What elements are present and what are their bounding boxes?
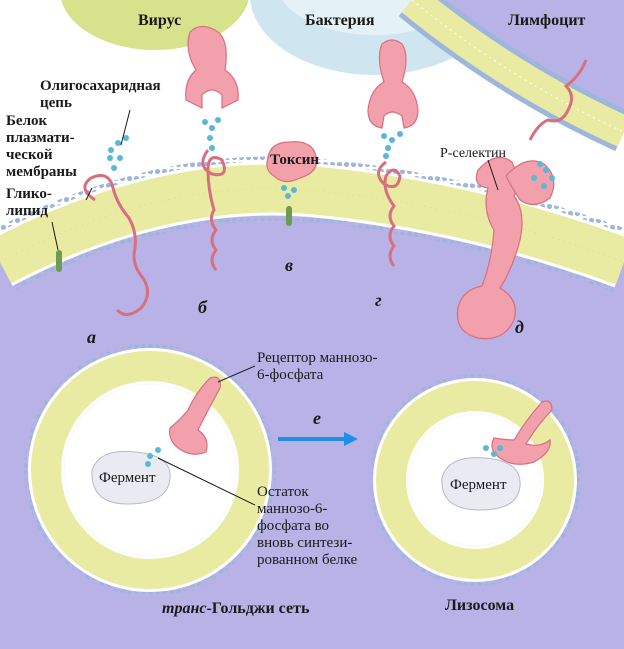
- toxin-body: [266, 141, 318, 183]
- membrane-protein-label-line1: Белок: [6, 113, 48, 129]
- oligosaccharide-toxin: [281, 185, 297, 199]
- membrane-protein-label-line2: плазмати-: [6, 130, 75, 146]
- m6p-receptor-right: [491, 400, 553, 465]
- panel-letter-g: г: [375, 290, 382, 310]
- p-selectin-label: Р-селектин: [440, 146, 506, 161]
- oligosaccharide-label-line2: цепь: [40, 95, 72, 111]
- trans-golgi-label: транс-Гольджи сеть: [162, 600, 309, 618]
- panel-letter-a: а: [87, 327, 96, 347]
- golgi-vesicle-core: [31, 351, 269, 589]
- protein-g-chain: [377, 160, 402, 267]
- glycolipid-left: [56, 250, 62, 272]
- lymphocyte-label: Лимфоцит: [508, 12, 586, 29]
- oligosaccharide-g: [381, 131, 403, 159]
- leader-oligosaccharide: [120, 109, 131, 146]
- m6p-residue-label-line1: Остаток: [257, 484, 309, 500]
- bacteria-label: Бактерия: [305, 12, 375, 29]
- m6p-receptor-label-line2: 6-фосфата: [257, 367, 324, 383]
- toxin-label: Токсин: [270, 152, 320, 168]
- protein-b-chain: [201, 149, 226, 271]
- enzyme-right-label: Фермент: [450, 477, 507, 493]
- m6p-residue-label-line3: фосфата во: [257, 518, 330, 534]
- leader-m6p-residue: [157, 457, 256, 506]
- glycolipid-label-line1: Глико-: [6, 186, 52, 202]
- m6p-residue-label-line4: вновь синтези-: [257, 535, 353, 551]
- transport-arrowhead: [344, 432, 358, 446]
- m6p-residue-label-line5: рованном белке: [257, 552, 358, 568]
- virus-ligand: [185, 25, 239, 109]
- membrane-protein-label-line3: ческой: [6, 147, 53, 163]
- oligosaccharide-b: [202, 117, 221, 151]
- bacteria-ligand: [367, 39, 419, 129]
- glycolipid-center: [286, 206, 292, 226]
- m6p-receptor-left: [169, 376, 221, 455]
- p-selectin-head: [505, 160, 555, 206]
- m6p-residue-right: [483, 445, 503, 457]
- lysosome-core: [376, 381, 574, 579]
- m6p-residue-label-line2: маннозо-6-: [257, 501, 328, 517]
- oligosaccharide-d: [531, 161, 555, 189]
- plasma-membrane-core: [0, 164, 624, 285]
- leader-m6p-receptor: [217, 365, 256, 383]
- enzyme-left-label: Фермент: [99, 470, 156, 486]
- panel-letter-e: е: [313, 408, 321, 428]
- leader-glycolipid: [51, 221, 59, 251]
- m6p-receptor-label-line1: Рецептор маннозо-: [257, 350, 378, 366]
- m6p-residue-left: [145, 447, 161, 467]
- panel-letter-d: д: [515, 317, 524, 337]
- oligosaccharide-a: [107, 135, 129, 171]
- virus-label: Вирус: [138, 12, 182, 29]
- enzyme-right: [441, 457, 521, 511]
- membrane-protein-label-line4: мембраны: [6, 164, 77, 180]
- lysosome-label: Лизосома: [445, 597, 515, 614]
- leader-membrane-protein: [85, 187, 93, 201]
- panel-letter-b: б: [198, 297, 207, 317]
- leader-p-selectin: [487, 159, 499, 191]
- trans-golgi-label-italic: транс: [162, 600, 207, 617]
- protein-a-chain: [83, 174, 149, 316]
- oligosaccharide-label-line1: Олигосахаридная: [40, 78, 161, 94]
- glycolipid-label-line2: липид: [6, 203, 48, 219]
- trans-golgi-label-rest: -Гольджи сеть: [206, 600, 310, 617]
- lymphocyte-glycoprotein: [528, 59, 588, 141]
- panel-letter-v: в: [285, 255, 294, 275]
